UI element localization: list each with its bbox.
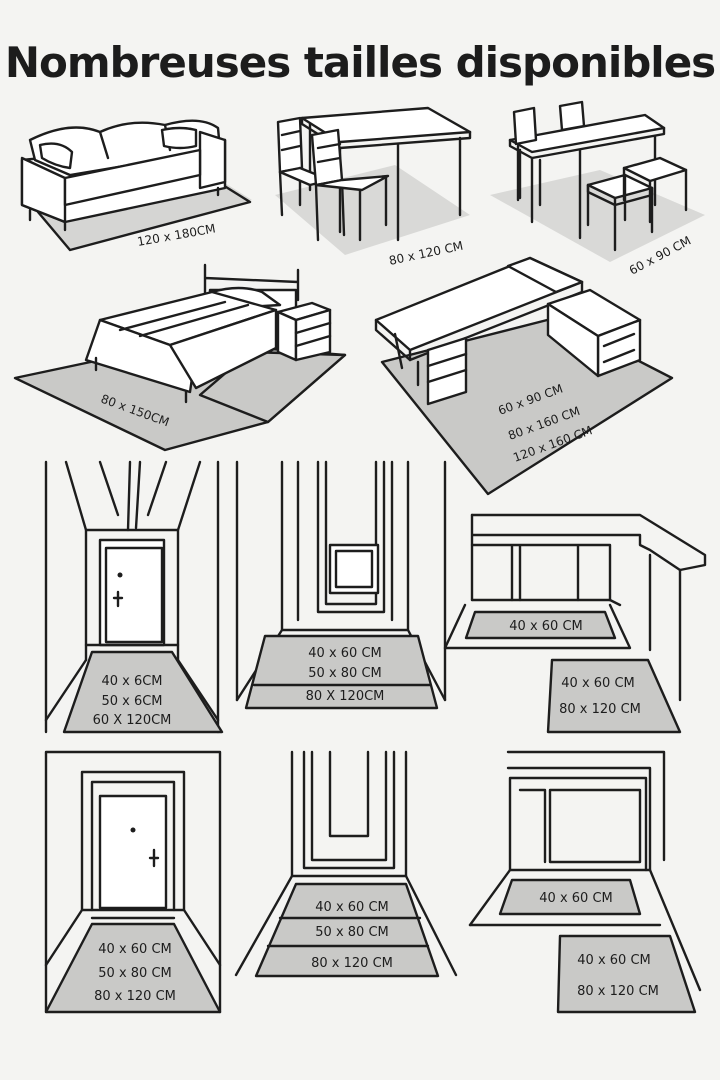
corridor1-size-1: 40 x 60 CM [308,646,381,661]
desk-scene: 60 x 90 CM 80 x 160 CM 120 x 160 CM [374,256,674,496]
bar-table-scene: 60 x 90 CM [490,100,705,278]
dining-size-label: 80 x 120 CM [388,239,465,268]
dining-scene: 80 x 120 CM [275,106,472,268]
corridor2-scene: 40 x 60 CM 50 x 80 CM 80 x 120 CM [234,750,458,978]
corridor2-size-1: 40 x 60 CM [315,900,388,915]
kitchen1-size-1: 40 x 60 CM [561,676,634,691]
sofa-scene: 120 x 180CM [20,119,252,252]
kitchen2-size-1: 40 x 60 CM [577,953,650,968]
kitchen2-top-size: 40 x 60 CM [539,891,612,906]
hallway1-size-2: 50 x 6CM [101,694,162,709]
hallway1-scene: 40 x 6CM 50 x 6CM 60 X 120CM [44,460,224,734]
door2-scene: 40 x 60 CM 50 x 80 CM 80 x 120 CM [44,750,222,1014]
corridor1-size-3: 80 X 120CM [306,689,385,704]
hallway1-size-1: 40 x 6CM [101,674,162,689]
page-title: Nombreuses tailles disponibles [4,38,716,87]
kitchen2-size-2: 80 x 120 CM [577,984,659,999]
hallway1-size-3: 60 X 120CM [93,713,172,728]
kitchen1-top-size: 40 x 60 CM [509,619,582,634]
corridor2-size-2: 50 x 80 CM [315,925,388,940]
kitchen1-scene: 40 x 60 CM 40 x 60 CM 80 x 120 CM [443,513,707,734]
corridor2-size-3: 80 x 120 CM [311,956,393,971]
kitchen2-scene: 40 x 60 CM 40 x 60 CM 80 x 120 CM [468,750,702,1014]
corridor1-size-2: 50 x 80 CM [308,666,381,681]
corridor1-scene: 40 x 60 CM 50 x 80 CM 80 X 120CM [235,460,447,710]
kitchen1-size-2: 80 x 120 CM [559,702,641,717]
bed-scene: 80 x 150CM [13,263,347,452]
door2-size-2: 50 x 80 CM [98,966,171,981]
door2-size-3: 80 x 120 CM [94,989,176,1004]
door2-size-1: 40 x 60 CM [98,942,171,957]
